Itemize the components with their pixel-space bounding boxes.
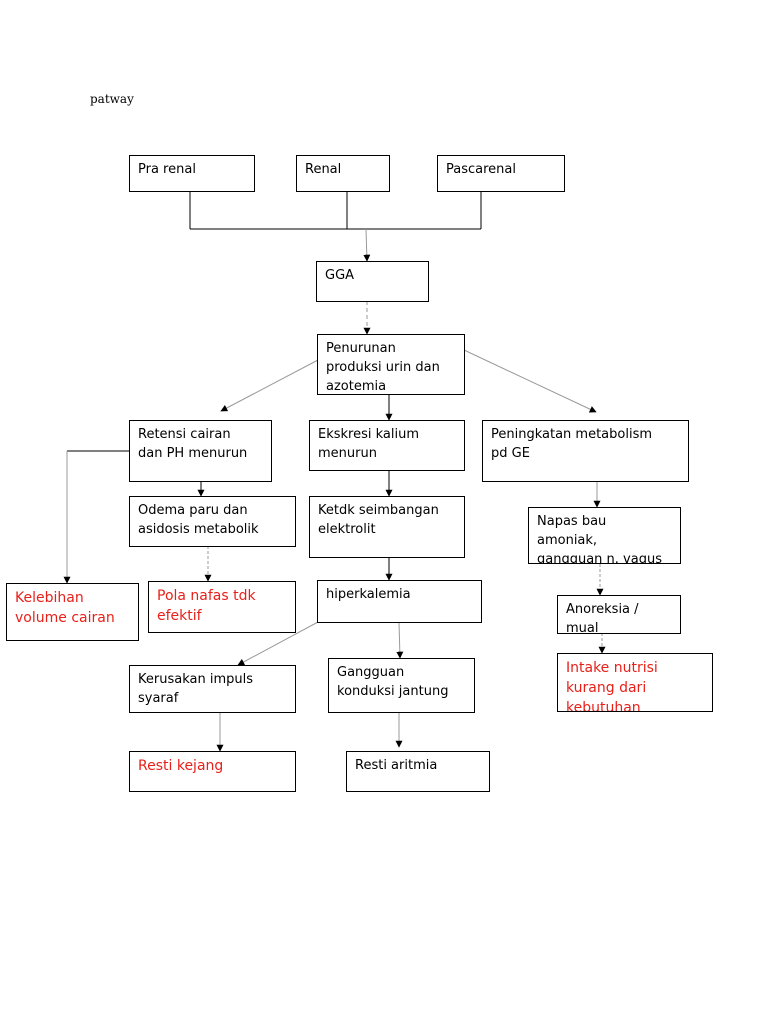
arrow-penurunan-to-retensi	[220, 359, 319, 412]
node-napas-bau: Napas bau amoniak, gangguan n. vagus	[528, 507, 681, 564]
diagnosis-intake-nutrisi: Intake nutrisi kurang dari kebutuhan	[557, 653, 713, 712]
arrow-hiperkalemia-to-kerusakan	[237, 621, 319, 666]
arrow-causes-to-gga	[363, 228, 371, 262]
node-ketdk-seimbangan: Ketdk seimbangan elektrolit	[309, 496, 465, 558]
node-pra-renal: Pra renal	[129, 155, 255, 192]
node-gangguan-konduksi: Gangguan konduksi jantung	[328, 658, 475, 713]
node-renal: Renal	[296, 155, 390, 192]
diagnosis-kelebihan-volume-cairan: Kelebihan volume cairan	[6, 583, 139, 641]
diagnosis-resti-kejang: Resti kejang	[129, 751, 296, 792]
node-kerusakan-impuls: Kerusakan impuls syaraf	[129, 665, 296, 713]
node-penurunan-produksi-urin: Penurunan produksi urin dan azotemia	[317, 334, 465, 395]
page-title: patway	[90, 92, 134, 106]
node-retensi-cairan: Retensi cairan dan PH menurun	[129, 420, 272, 482]
node-odema-paru: Odema paru dan asidosis metabolik	[129, 496, 296, 547]
diagnosis-pola-nafas: Pola nafas tdk efektif	[148, 581, 296, 633]
arrow-hiperkalemia-to-gangguan	[396, 621, 404, 659]
node-anoreksia: Anoreksia / mual	[557, 595, 681, 634]
arrow-penurunan-to-peningkatan	[463, 349, 597, 413]
node-pascarenal: Pascarenal	[437, 155, 565, 192]
node-hiperkalemia: hiperkalemia	[317, 580, 482, 623]
connector-arrows	[63, 228, 606, 752]
node-ekskresi-kalium: Ekskresi kalium menurun	[309, 420, 465, 471]
node-resti-aritmia: Resti aritmia	[346, 751, 490, 792]
node-gga: GGA	[316, 261, 429, 302]
node-peningkatan-metabolism: Peningkatan metabolism pd GE	[482, 420, 689, 482]
causes-bracket	[189, 191, 482, 230]
